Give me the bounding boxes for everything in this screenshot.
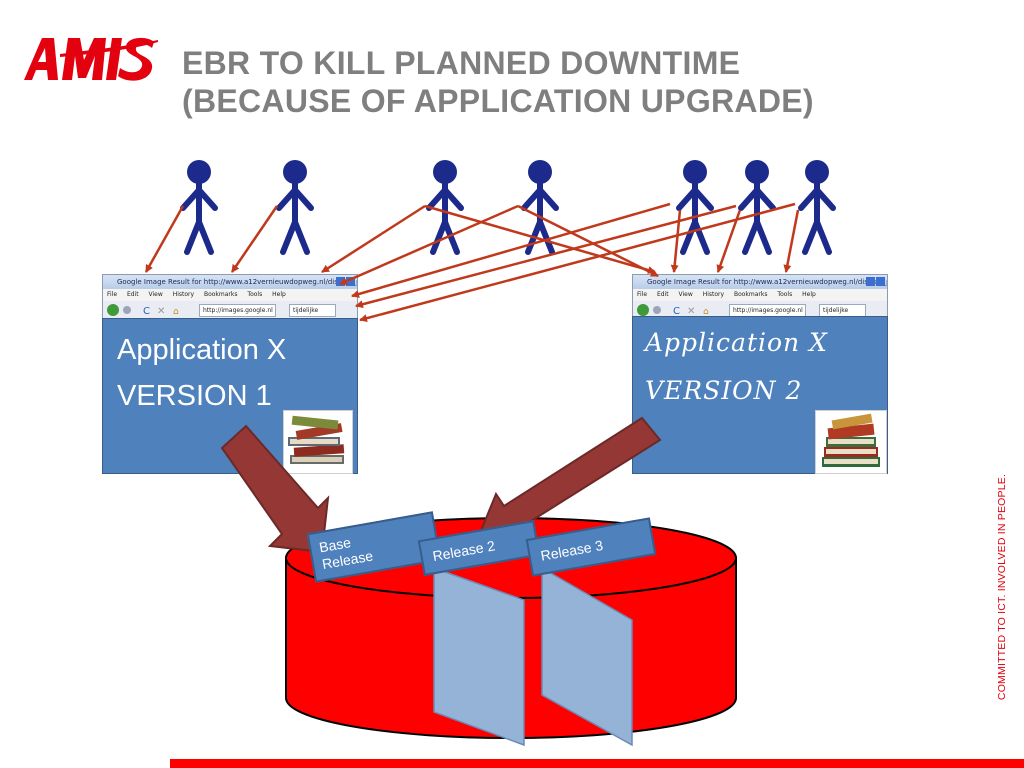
back-icon[interactable] (107, 304, 119, 316)
app-v1-name: Application X (117, 334, 287, 366)
reload-icon[interactable]: C (143, 306, 150, 317)
minimize-button[interactable] (346, 277, 355, 286)
menu-file[interactable]: File (637, 291, 648, 298)
books-image-2 (815, 410, 887, 474)
search-box[interactable]: tijdelijke (289, 304, 336, 317)
browser-title-bar: Google Image Result for http://www.a12ve… (103, 275, 357, 289)
tagline-text: COMMITTED TO ICT. INVOLVED IN PEOPLE. (996, 473, 1008, 701)
address-bar[interactable]: http://images.google.nl (199, 304, 276, 317)
app-v1-version: VERSION 1 (117, 380, 272, 412)
maximize-button[interactable] (336, 277, 345, 286)
user-icon (798, 160, 836, 255)
menu-tools[interactable]: Tools (247, 291, 263, 298)
minimize-button[interactable] (876, 277, 885, 286)
menu-tools[interactable]: Tools (777, 291, 793, 298)
release-3-label: Release 3 (525, 517, 657, 577)
browser-window-1: Google Image Result for http://www.a12ve… (102, 274, 358, 322)
menu-bookmarks[interactable]: Bookmarks (733, 291, 768, 298)
menu-file[interactable]: File (107, 291, 118, 298)
menu-view[interactable]: View (678, 291, 693, 298)
app-v2-name: Application X (645, 328, 828, 357)
stop-icon[interactable]: ✕ (157, 306, 165, 317)
menu-history[interactable]: History (702, 291, 725, 298)
title-line-1: EBR TO KILL PLANNED DOWNTIME (182, 45, 741, 81)
menu-edit[interactable]: Edit (126, 291, 139, 298)
menu-edit[interactable]: Edit (656, 291, 669, 298)
edition-slab-release-2 (433, 566, 525, 747)
browser-title-bar: Google Image Result for http://www.a12ve… (633, 275, 887, 289)
amis-logo (20, 30, 160, 86)
release-3-text: Release 3 (539, 537, 605, 564)
side-tagline: COMMITTED TO ICT. INVOLVED IN PEOPLE. (988, 462, 1016, 712)
forward-icon[interactable] (653, 306, 661, 314)
menu-view[interactable]: View (148, 291, 163, 298)
edition-slab-release-3 (541, 566, 633, 747)
connector-arrow (670, 209, 682, 273)
browser-window-2: Google Image Result for http://www.a12ve… (632, 274, 888, 322)
home-icon[interactable]: ⌂ (173, 307, 179, 317)
browser-menu-bar: File Edit View History Bookmarks Tools H… (633, 289, 887, 301)
connector-arrow (230, 205, 279, 273)
forward-icon[interactable] (123, 306, 131, 314)
user-icon (276, 160, 314, 255)
connector-arrow (716, 209, 742, 273)
books-image-1 (283, 410, 353, 474)
browser-menu-bar: File Edit View History Bookmarks Tools H… (103, 289, 357, 301)
connector-arrow (424, 204, 656, 274)
menu-help[interactable]: Help (272, 291, 286, 298)
user-icon (521, 160, 559, 255)
connector-arrow (517, 204, 659, 278)
maximize-button[interactable] (866, 277, 875, 286)
release-2-text: Release 2 (431, 537, 497, 565)
title-line-2: (BECAUSE OF APPLICATION UPGRADE) (182, 83, 814, 119)
back-icon[interactable] (637, 304, 649, 316)
user-icon (738, 160, 776, 255)
browser-nav-bar: C ✕ ⌂ http://images.google.nl tijdelijke (103, 301, 357, 320)
menu-history[interactable]: History (172, 291, 195, 298)
connector-arrow (351, 202, 671, 298)
connector-arrow (783, 209, 800, 273)
connector-arrow (144, 205, 185, 273)
connector-arrow (321, 204, 426, 274)
accent-line (170, 759, 1024, 768)
browser-title-text: Google Image Result for http://www.a12ve… (647, 278, 887, 286)
user-icon (426, 160, 464, 255)
menu-help[interactable]: Help (802, 291, 816, 298)
release-2-label: Release 2 (417, 520, 541, 576)
menu-bookmarks[interactable]: Bookmarks (203, 291, 238, 298)
connector-arrow (339, 204, 519, 286)
user-icon (676, 160, 714, 255)
users-group (180, 160, 836, 255)
browser-title-text: Google Image Result for http://www.a12ve… (117, 278, 357, 286)
slide-title: EBR TO KILL PLANNED DOWNTIME (BECAUSE OF… (182, 44, 942, 120)
app-v2-version: VERSION 2 (645, 376, 803, 405)
user-icon (180, 160, 218, 255)
